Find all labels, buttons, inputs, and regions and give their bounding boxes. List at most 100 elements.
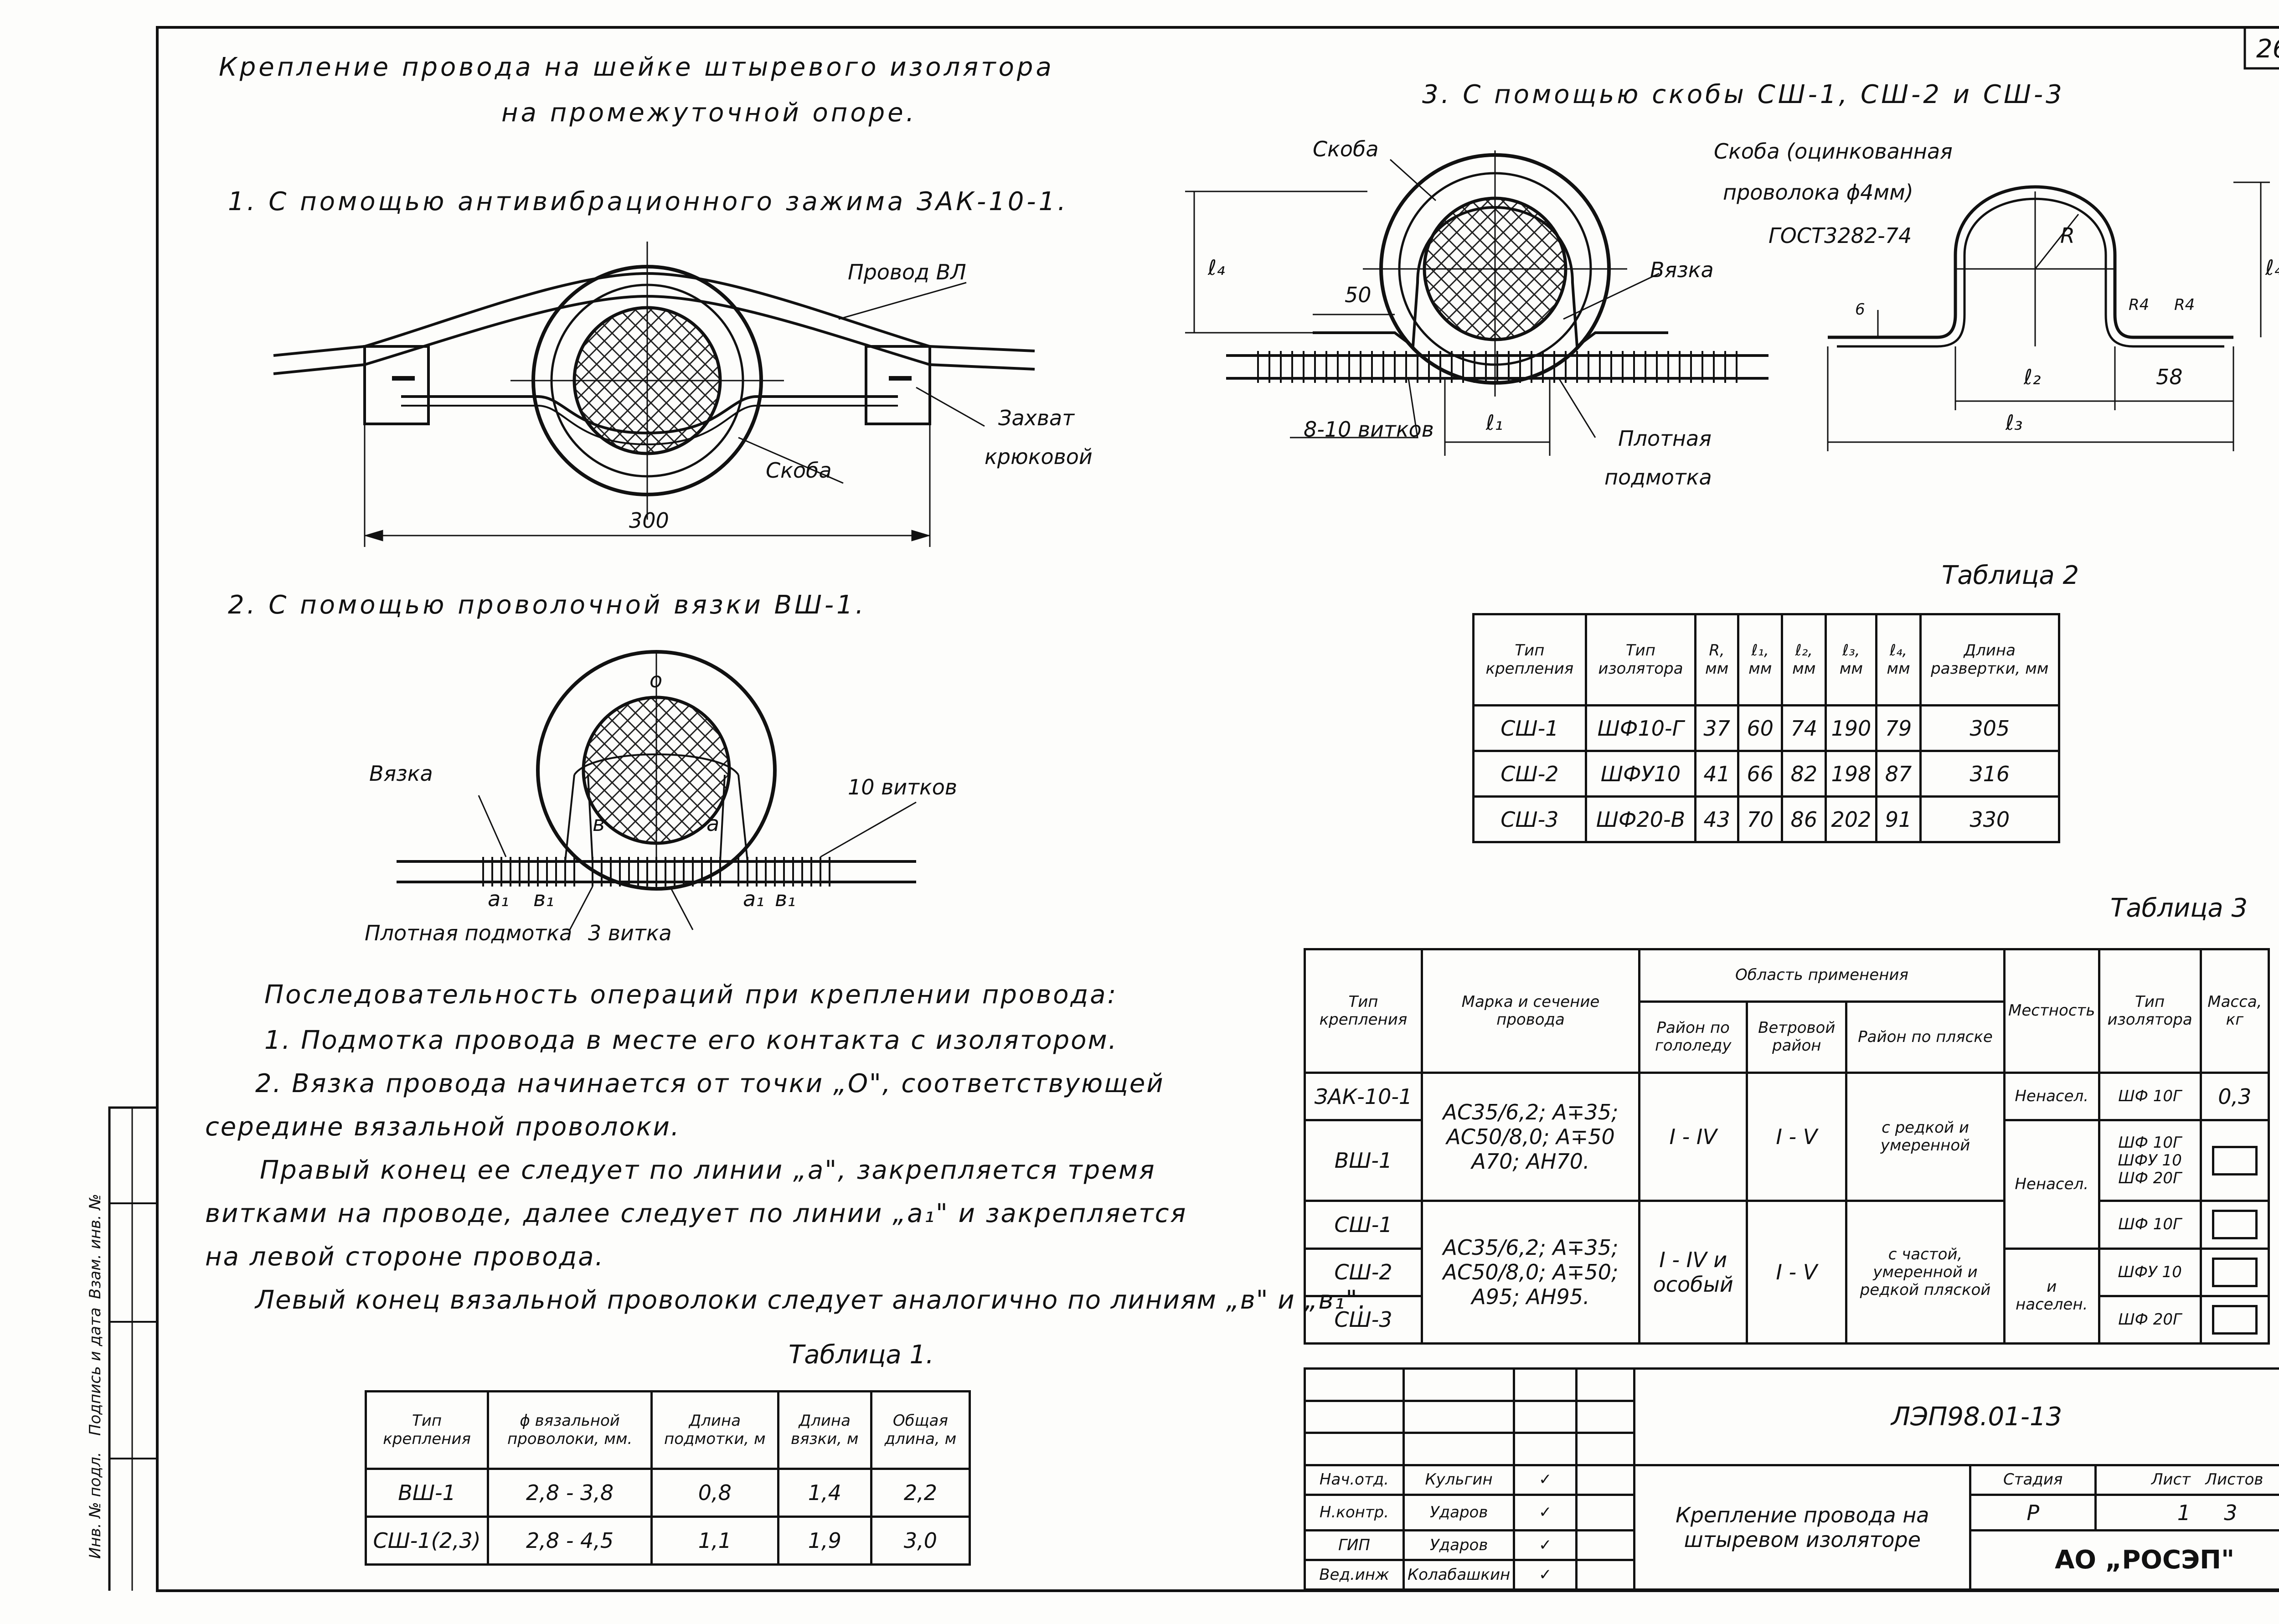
table1-cell: 0,8 [650, 1468, 779, 1518]
page-subtitle: на промежуточной опоре. [501, 98, 917, 128]
table3-mark-g1: АС35/6,2; А∓35; АС50/8,0; А∓50 А70; АН70… [1421, 1071, 1640, 1202]
stamp-name: Ударов [1402, 1493, 1516, 1532]
table2-cell: 87 [1875, 750, 1922, 798]
point-b: в [593, 811, 605, 836]
table3-h-mark: Марка и сечение провода [1421, 948, 1640, 1074]
table3-type: СШ-1 [1304, 1200, 1423, 1250]
table3-h-mass: Масса, кг [2199, 948, 2270, 1074]
side-sign-date: Подпись и дата [86, 1307, 104, 1436]
section2-heading: 2. С помощью проволочной вязки ВШ-1. [228, 590, 866, 620]
side-inv-orig: Инв. № подл. [86, 1452, 104, 1559]
table2-cell: 91 [1875, 795, 1922, 843]
point-b1-left: в₁ [533, 887, 554, 911]
table3-mark-g2: АС35/6,2; А∓35; АС50/8,0; А∓50; А95; АН9… [1421, 1200, 1640, 1345]
table2-cell: 198 [1825, 750, 1878, 798]
doc-code: ЛЭП98.01-13 [1633, 1367, 2279, 1466]
point-a: а [706, 811, 720, 836]
mass-box [2212, 1145, 2258, 1175]
table1-cell: 1,9 [777, 1516, 872, 1566]
dim-r4-left: R4 [2129, 296, 2150, 314]
procedure-line-2: 2. Вязка провода начинается от точки „О"… [255, 1069, 1165, 1098]
table1-cell: ВШ-1 [364, 1468, 490, 1518]
table3-ins: ШФ 20Г [2098, 1294, 2202, 1345]
table2-header: ℓ₄, мм [1875, 613, 1922, 706]
table2-header: R, мм [1694, 613, 1740, 706]
stamp-role: Н.контр. [1304, 1493, 1405, 1532]
table3: Тип крепления Марка и сечение провода Об… [1304, 948, 2270, 1345]
label-bracket-wire-2: проволока ϕ4мм) [1723, 180, 1913, 205]
mass-box [2212, 1304, 2258, 1335]
table2-cell: 70 [1737, 795, 1784, 843]
point-a1-left: а₁ [488, 887, 509, 911]
table2-header: Длина развертки, мм [1919, 613, 2061, 706]
stamp-sign: ✓ [1513, 1493, 1578, 1532]
table2-cell: 79 [1875, 704, 1922, 752]
stamp-sign: ✓ [1513, 1464, 1578, 1496]
table3-mass-empty [2199, 1200, 2270, 1250]
dim-300: 300 [629, 508, 669, 533]
label-wire: Провод ВЛ [848, 260, 966, 284]
dim-r4-right: R4 [2174, 296, 2195, 314]
label-hook: Захват [998, 406, 1074, 430]
dim-50: 50 [1345, 283, 1372, 307]
stamp-sign: ✓ [1513, 1559, 1578, 1591]
section1-heading: 1. С помощью антивибрационного зажима ЗА… [228, 187, 1069, 217]
dim-l2: ℓ₂ [2024, 365, 2041, 389]
table2-caption: Таблица 2 [1942, 561, 2079, 590]
dim-58: 58 [2156, 365, 2183, 389]
table1-header: Тип крепления [364, 1390, 490, 1470]
table3-type: ВШ-1 [1304, 1119, 1423, 1202]
table2-header: Тип изолятора [1584, 613, 1697, 706]
label-hook-2: крюковой [985, 444, 1093, 469]
page-number: 26 [2256, 34, 2279, 64]
table2-cell: ШФУ10 [1584, 750, 1697, 798]
table3-type: ЗАК-10-1 [1304, 1071, 1423, 1122]
table2-header: ℓ₁, мм [1737, 613, 1784, 706]
table2-cell: 74 [1781, 704, 1827, 752]
table3-ins: ШФУ 10 [2098, 1247, 2202, 1297]
label-gost: ГОСТ3282-74 [1769, 223, 1912, 248]
table2-cell: 60 [1737, 704, 1784, 752]
table2-cell: 316 [1919, 750, 2061, 798]
table3-ice-g2: I - IV и особый [1638, 1200, 1748, 1345]
table2-cell: 37 [1694, 704, 1740, 752]
table1-cell: 2,2 [870, 1468, 971, 1518]
point-b1-right: в₁ [775, 887, 796, 911]
table3-wind-g1: I - V [1746, 1071, 1848, 1202]
table2-cell: ШФ20-В [1584, 795, 1697, 843]
table1-caption: Таблица 1. [789, 1340, 934, 1370]
side-inv-repl: Взам. инв. № [86, 1194, 104, 1299]
procedure-line-5: витками на проводе, далее следует по лин… [205, 1199, 1187, 1228]
dim-l4-left: ℓ₄ [1208, 255, 1225, 280]
label-bracket-3: Скоба [1313, 137, 1379, 161]
point-a1-right: а₁ [743, 887, 764, 911]
table2-cell: СШ-2 [1472, 750, 1587, 798]
table3-mass-empty [2199, 1294, 2270, 1345]
label-bracket-wire-1: Скоба (оцинкованная [1714, 139, 1953, 164]
table3-terrain-g2: и населен. [2003, 1247, 2100, 1345]
stamp-name: Колабашкин [1402, 1559, 1516, 1591]
table1-header: ϕ вязальной проволоки, мм. [487, 1390, 653, 1470]
table2-cell: 66 [1737, 750, 1784, 798]
table2-cell: 82 [1781, 750, 1827, 798]
table3-mass-empty [2199, 1119, 2270, 1202]
table3-mass: 0,3 [2199, 1071, 2270, 1122]
table1-header: Общая длина, м [870, 1390, 971, 1470]
dim-6: 6 [1855, 300, 1865, 319]
table3-dance-g1: с редкой и умеренной [1845, 1071, 2006, 1202]
table3-ins: ШФ 10Г [2118, 1133, 2181, 1152]
procedure-line-6: на левой стороне провода. [205, 1242, 605, 1272]
table1-cell: 3,0 [870, 1516, 971, 1566]
stamp-name: Ударов [1402, 1529, 1516, 1562]
procedure-line-1: 1. Подмотка провода в месте его контакта… [264, 1026, 1118, 1055]
procedure-heading: Последовательность операций при креплени… [264, 980, 1118, 1010]
table3-h-wind: Ветровой район [1746, 1000, 1848, 1074]
company-name: АО „РОСЭП" [1969, 1529, 2279, 1591]
table1-cell: СШ-1(2,3) [364, 1516, 490, 1566]
label-dense-2: подмотка [1604, 465, 1712, 490]
section3-drawing [1185, 150, 2270, 456]
table3-terrain-g1a: Ненасел. [2003, 1071, 2100, 1122]
section1-drawing [273, 242, 1035, 547]
